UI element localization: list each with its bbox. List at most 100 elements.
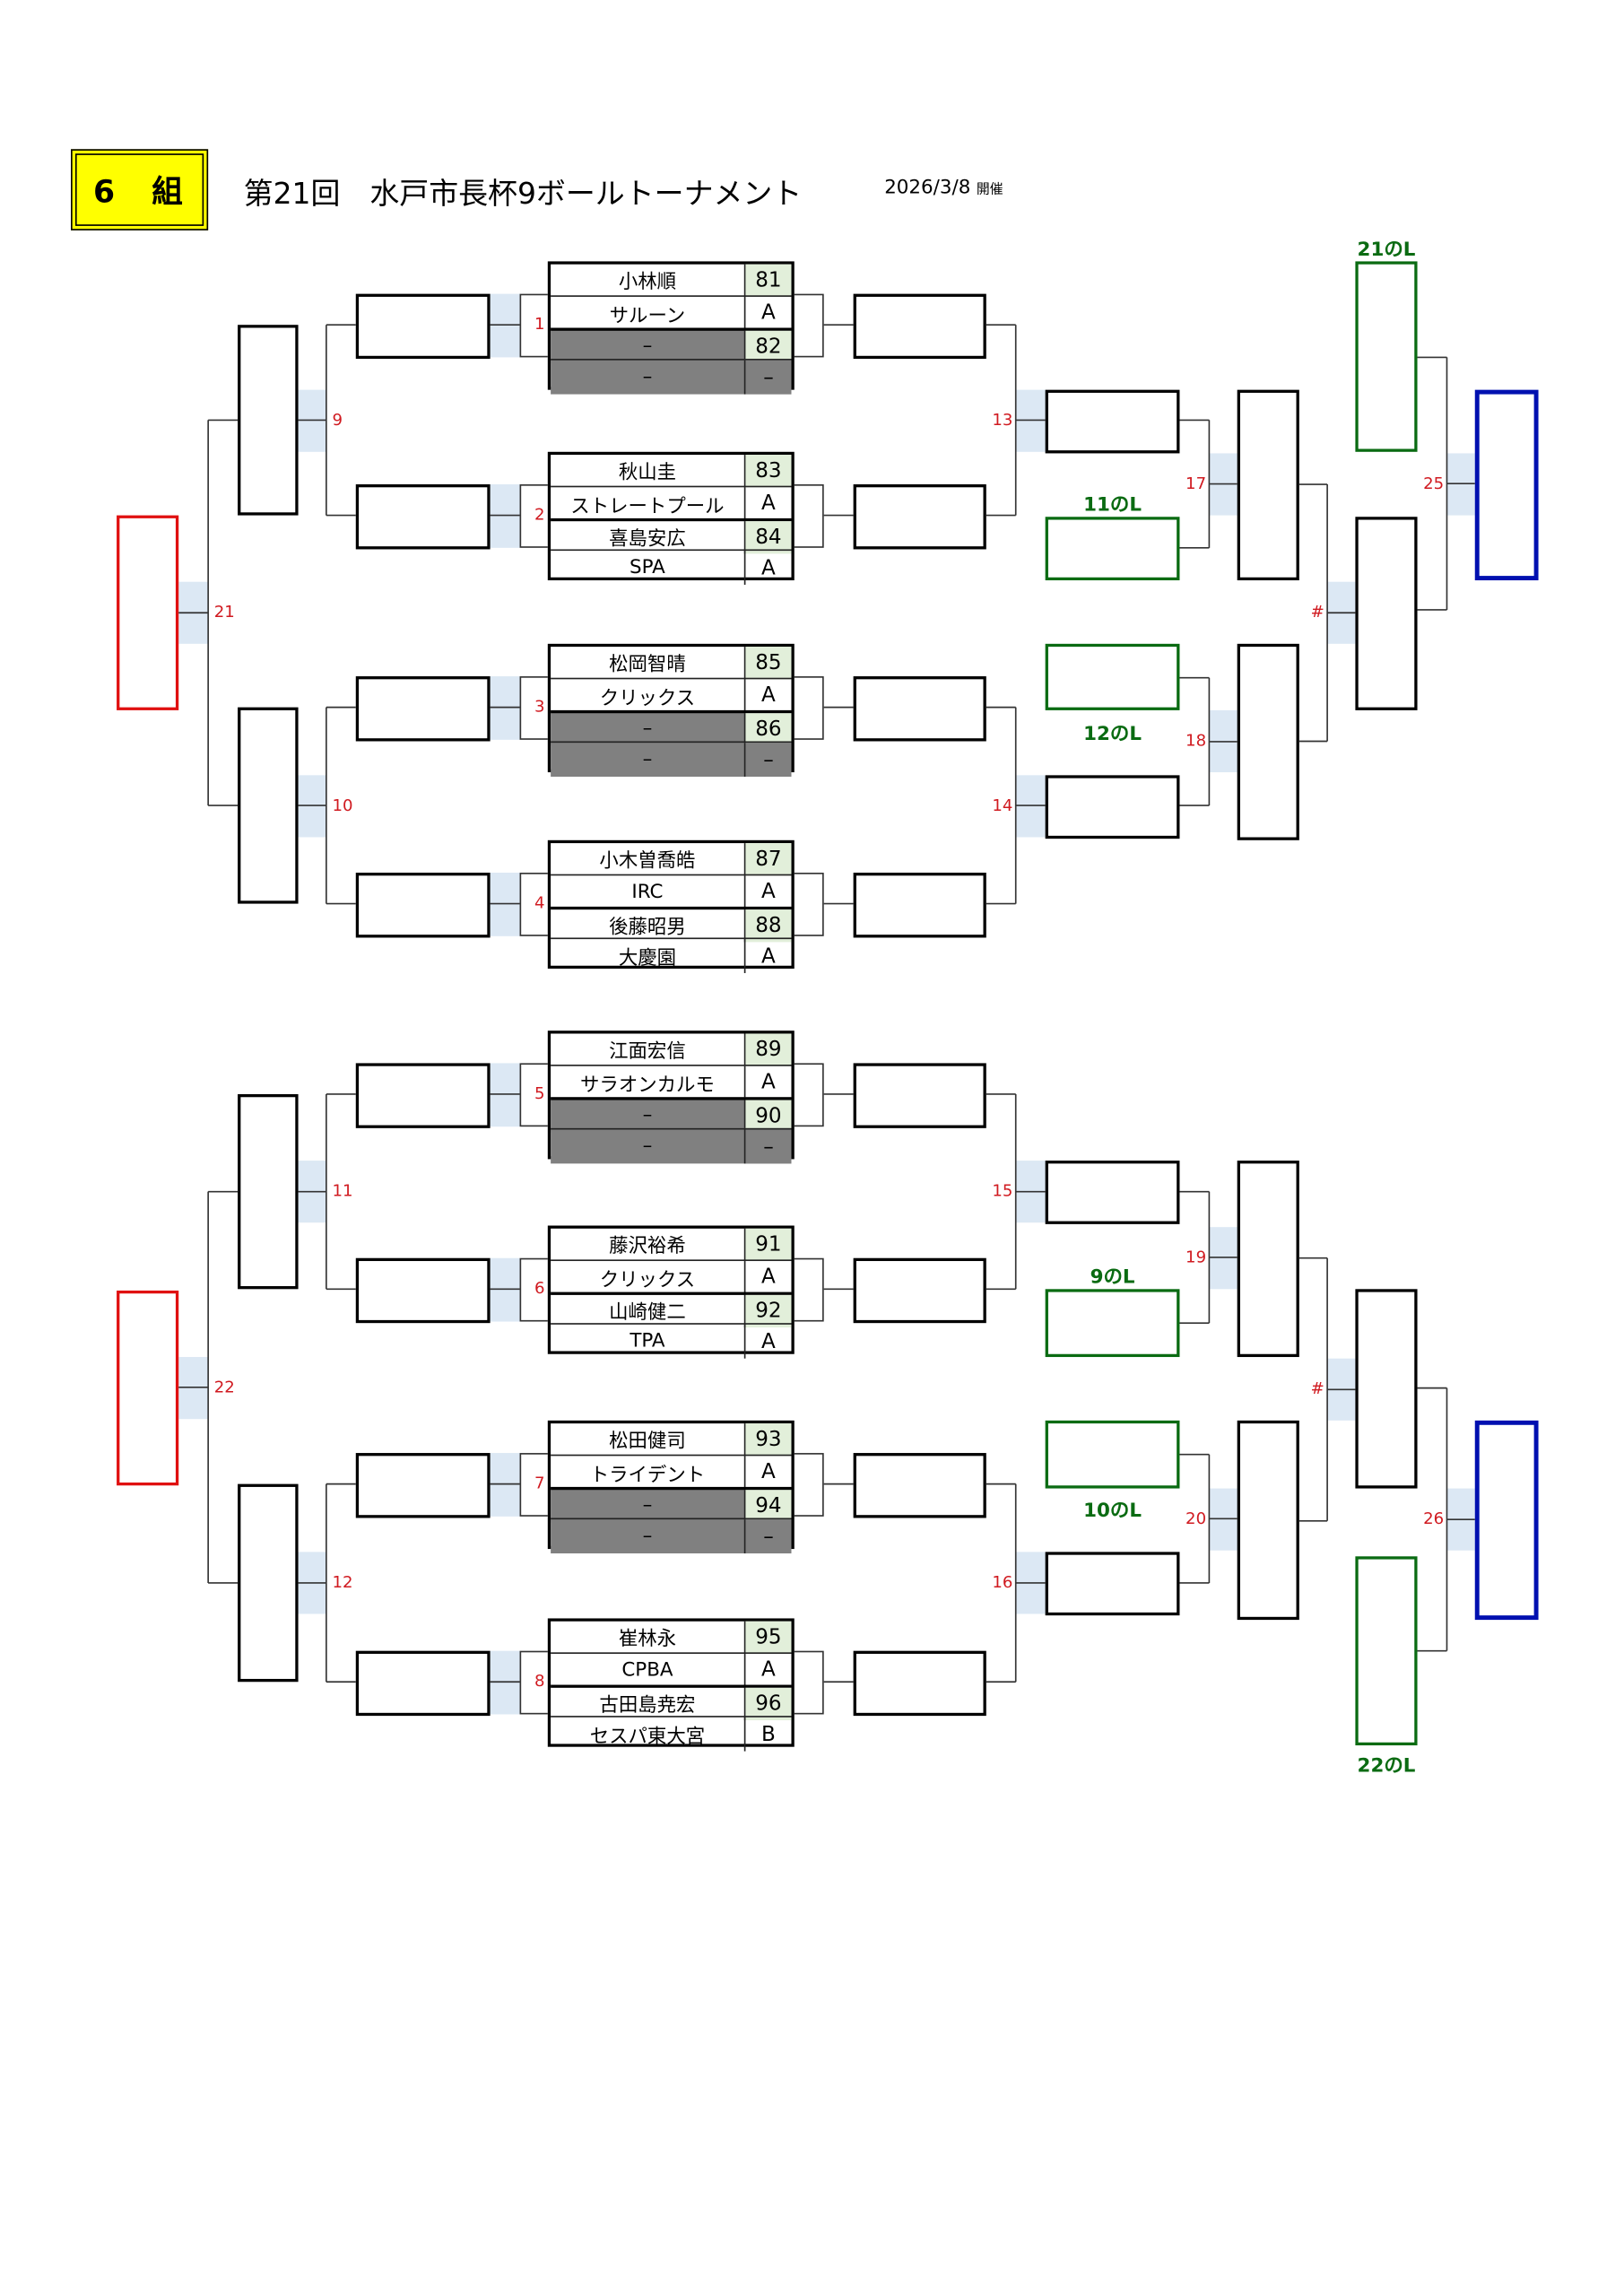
match-number: 6 [534, 1278, 545, 1299]
class-grade: A [761, 683, 776, 708]
match-number: 18 [1185, 731, 1207, 751]
player-name: 松田健司 [551, 1423, 746, 1456]
winner-slot-left[interactable] [355, 873, 491, 938]
match-number: 5 [534, 1083, 545, 1103]
winner-slot-right[interactable] [853, 1063, 986, 1128]
round2-right-slot[interactable] [1045, 1552, 1180, 1616]
group-label: 6 組 [71, 149, 209, 230]
match-number: 7 [534, 1474, 545, 1493]
round2-slot[interactable] [238, 325, 299, 516]
match-band [1015, 1552, 1046, 1614]
player-name: 喜島安広 [551, 520, 746, 554]
match-band [490, 1453, 520, 1517]
match-band [1209, 710, 1238, 773]
match-band [298, 1552, 326, 1614]
match-number: 8 [534, 1671, 545, 1692]
match-band [298, 774, 326, 837]
loser-slot[interactable] [1045, 1420, 1180, 1489]
team-name: ストレートプール [551, 486, 746, 521]
round4-slot[interactable] [1355, 1289, 1418, 1489]
loser-slot-label: 9のL [1090, 1266, 1135, 1290]
round4-slot[interactable] [1355, 517, 1418, 710]
round2-right-slot[interactable] [1045, 774, 1180, 839]
match-number: 2 [534, 505, 545, 525]
loser-slot[interactable] [1045, 643, 1180, 710]
round2-slot[interactable] [238, 1483, 299, 1683]
semifinal-slot[interactable] [117, 515, 179, 710]
semifinal-slot[interactable] [117, 1290, 179, 1485]
winner-slot-left[interactable] [355, 1063, 491, 1128]
round2-slot[interactable] [238, 1093, 299, 1290]
loser-slot[interactable] [1045, 517, 1180, 581]
winner-slot-left[interactable] [355, 676, 491, 742]
round3-slot[interactable] [1237, 389, 1299, 581]
class-grade: A [761, 491, 776, 516]
page-title: 第21回 水戸市長杯9ボールトーナメント [243, 175, 803, 212]
date-suffix: 開催 [976, 183, 1003, 198]
loser-slot[interactable] [1355, 1556, 1418, 1746]
loser-slot[interactable] [1355, 261, 1418, 452]
match-band [1446, 1488, 1475, 1551]
class-grade: A [761, 301, 776, 326]
winner-slot-right[interactable] [853, 1257, 986, 1324]
team-name: – [551, 743, 746, 778]
match-number: # [1310, 1378, 1324, 1399]
winner-slot-right[interactable] [853, 1453, 986, 1518]
round3-slot[interactable] [1237, 643, 1299, 840]
winner-slot-right[interactable] [853, 1650, 986, 1717]
player-name: 山崎健二 [551, 1294, 746, 1328]
player-name: 江面宏信 [551, 1033, 746, 1066]
winner-slot-left[interactable] [355, 1650, 491, 1717]
player-name: 古田島尭宏 [551, 1687, 746, 1721]
winner-slot-left[interactable] [355, 1453, 491, 1518]
match-number: 12 [332, 1572, 353, 1592]
team-name: TPA [551, 1325, 746, 1359]
match-number: 25 [1423, 473, 1445, 493]
seed-number: 93 [745, 1423, 792, 1456]
winner-slot-right[interactable] [853, 873, 986, 938]
team-name: 大慶園 [551, 939, 746, 973]
winner-slot-right[interactable] [853, 293, 986, 360]
team-name: – [551, 1129, 746, 1164]
winner-slot-right[interactable] [853, 676, 986, 742]
class-grade: A [761, 880, 776, 904]
round2-slot[interactable] [238, 707, 299, 904]
seed-number: 92 [745, 1294, 792, 1328]
match-band [1209, 1487, 1238, 1550]
player-name: 藤沢裕希 [551, 1228, 746, 1261]
match-number: 9 [332, 409, 343, 430]
player-name: 秋山圭 [551, 455, 746, 487]
match-band [178, 581, 209, 644]
match-number: 21 [213, 602, 235, 622]
winner-slot-left[interactable] [355, 484, 491, 550]
class-grade: B [761, 1722, 776, 1747]
class-grade: – [745, 361, 792, 395]
match-band [1446, 452, 1475, 515]
match-number: 4 [534, 893, 545, 913]
loser-slot[interactable] [1045, 1289, 1180, 1358]
winner-slot-left[interactable] [355, 293, 491, 360]
round3-slot[interactable] [1237, 1420, 1299, 1621]
match-number: 20 [1185, 1508, 1207, 1528]
winner-slot-right[interactable] [853, 484, 986, 550]
final-slot[interactable] [1474, 389, 1539, 581]
seed-number: 95 [745, 1621, 792, 1654]
round2-right-slot[interactable] [1045, 388, 1180, 453]
winner-slot-left[interactable] [355, 1257, 491, 1324]
seed-number: 86 [745, 712, 792, 746]
round3-slot[interactable] [1237, 1161, 1299, 1358]
final-slot[interactable] [1474, 1420, 1539, 1621]
round2-right-slot[interactable] [1045, 1161, 1180, 1224]
